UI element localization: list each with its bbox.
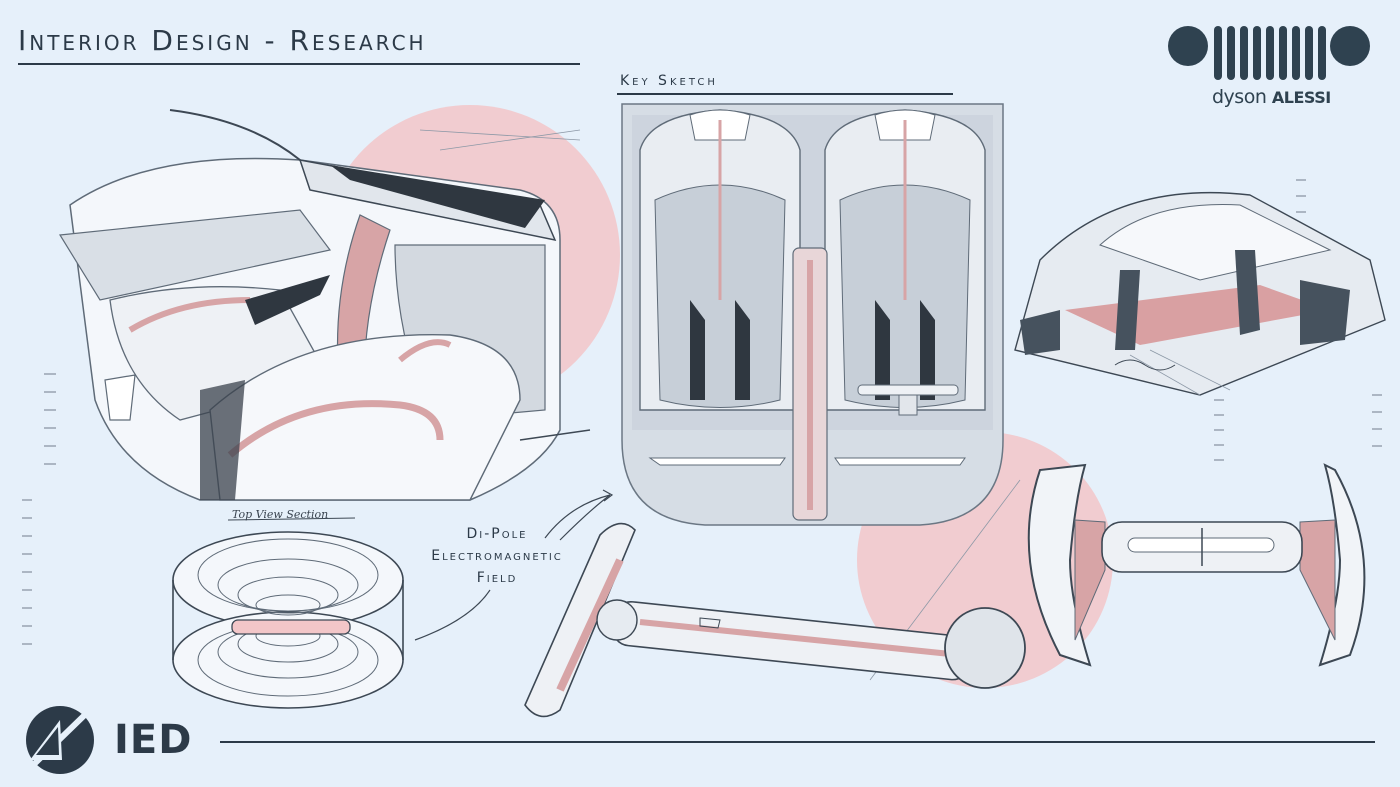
key-sketch-title: Key Sketch [620,73,718,89]
key-sketch-top-view [621,103,1004,526]
annotation-line-1: Di-Pole [466,526,528,542]
field-sketch-caption: Top View Section [232,508,329,521]
interior-perspective-sketch [58,109,591,501]
dyson-alessi-logo [1168,26,1370,80]
car-perspective-sketch [1014,192,1386,396]
annotation-line-2: Electromagnetic [431,548,563,564]
footer-rule [220,741,1375,743]
page-title: Interior Design - Research [18,24,427,57]
ied-logo-mark [25,702,98,774]
dipole-field-sketch [172,489,614,709]
ied-wordmark: IED [114,717,193,763]
brand-wordmark: dyson ALESSI [1212,86,1331,108]
annotation-line-3: Field [476,570,518,586]
shaft-sketch [524,494,1026,718]
brand-name-bold: ALESSI [1271,88,1331,107]
brand-name-regular: dyson [1212,86,1267,108]
key-sketch-underline [617,93,953,95]
title-underline [18,63,580,65]
steering-yoke-sketch [869,463,1366,681]
measurement-dashes-left [22,373,56,645]
dipole-annotation: Di-Pole Electromagnetic Field [402,523,592,589]
measurement-dashes-right [1214,179,1382,461]
